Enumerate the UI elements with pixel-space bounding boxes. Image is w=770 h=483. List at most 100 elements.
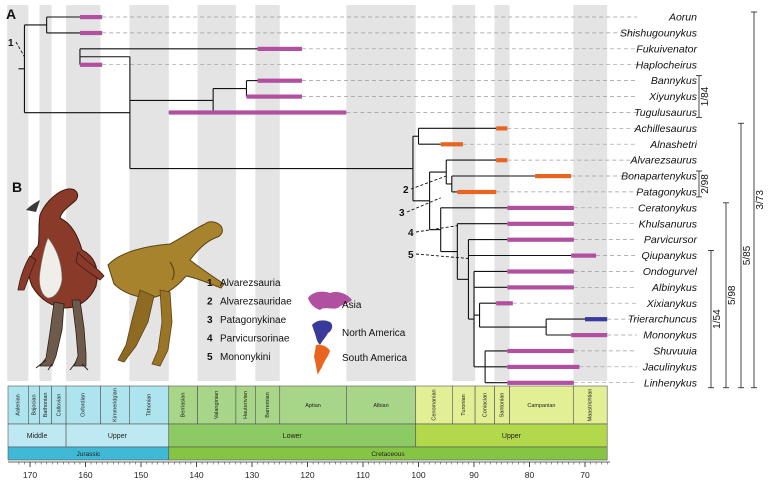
taxon-label: Haplocheirus (636, 59, 698, 71)
stage-label: Aalenian (16, 394, 22, 415)
clade-legend-number: 3 (207, 315, 213, 326)
taxon-label: Shuvuuia (653, 346, 697, 358)
stage-label: Bajocian (31, 394, 37, 415)
stage-label: Albian (373, 403, 388, 409)
stage-cell-valanginian (197, 385, 237, 425)
taxon-label: Achillesaurus (634, 123, 698, 135)
taxon-label: Xiyunykus (648, 91, 698, 103)
stage-cell-kimmeridgian (100, 385, 130, 425)
range-bar-shishugounykus (79, 30, 103, 36)
clade-legend-number: 1 (207, 278, 213, 289)
stage-label: Oxfordian (81, 393, 87, 417)
stage-cell-campanian (509, 385, 574, 425)
stage-shade-maastrichtian (573, 5, 608, 381)
time-tick-label: 100 (411, 470, 425, 480)
node-label-5: 5 (408, 250, 414, 261)
taxon-labels: AorunShishugounykusFukuivenatorHaplochei… (620, 12, 698, 390)
clade-legend-name: Patagonykinae (220, 315, 287, 326)
stage-label: Maastrichtian (588, 389, 594, 422)
stage-shade-santonian (494, 5, 510, 381)
stage-shade-albian (346, 5, 416, 381)
epoch-label: Upper (108, 433, 128, 440)
taxon-label: Alnashetri (649, 139, 697, 151)
stage-label: Hauterivian (243, 391, 249, 419)
node-pointer-5 (415, 253, 469, 259)
clade-legend-name: Parvicursorinae (220, 334, 290, 345)
taxon-label: Qiupanykus (642, 250, 698, 262)
range-bar-qiupanykus (571, 253, 597, 258)
range-bar-xixianykus (496, 301, 513, 306)
region-legend-name: Asia (342, 300, 362, 311)
time-tick-label: 150 (134, 470, 148, 480)
node-pointer-4 (415, 225, 458, 233)
range-bar-achillesaurus (496, 126, 508, 131)
range-bar-xiyunykus (246, 94, 302, 99)
range-bar-tugulusaurus (168, 110, 347, 115)
range-bar-patagonykus (457, 189, 497, 195)
clade-legend-name: Mononykini (220, 352, 271, 363)
dinosaur-illustrations (17, 188, 225, 371)
support-value: 1/84 (700, 86, 711, 106)
panel-label-a: A (6, 6, 16, 22)
support-value: 5/98 (727, 285, 738, 305)
taxon-label: Khulsanurus (639, 218, 698, 230)
cladogram (18, 16, 585, 384)
stage-label: Santonian (499, 393, 505, 418)
taxon-range-bars (79, 15, 608, 385)
stage-label: Valanginian (214, 391, 220, 419)
stage-label: Callovian (56, 394, 62, 417)
node-label-3: 3 (399, 208, 405, 219)
panel-label-b: B (12, 179, 22, 195)
stage-label: Aptian (305, 403, 321, 409)
stage-shade-bathonian (39, 5, 52, 381)
support-value: 3/73 (755, 190, 766, 210)
clade-legend-number: 5 (207, 352, 213, 363)
taxon-label: Xixianykus (646, 298, 698, 310)
time-tick-label: 90 (469, 470, 479, 480)
taxon-label: Bannykus (651, 75, 698, 87)
stage-label: Turonian (461, 394, 467, 416)
node-pointer-1 (15, 41, 25, 58)
region-icon-north-america (312, 320, 333, 345)
stage-shading (7, 5, 608, 381)
range-bar-ondogurvel (507, 269, 574, 274)
time-tick-label: 110 (356, 470, 370, 480)
taxon-label: Aorun (668, 12, 697, 24)
stage-cell-cenomanian (415, 385, 453, 425)
stage-label: Coniacian (482, 393, 488, 417)
time-tick-label: 70 (580, 470, 590, 480)
taxon-label: Ceratonykus (638, 202, 698, 214)
taxon-label: Ondogurvel (643, 266, 698, 278)
stage-cell-berriasian (168, 385, 198, 425)
range-bar-fukuivenator (257, 46, 302, 51)
range-bar-mononykus (571, 333, 608, 338)
region-legend-name: South America (342, 353, 407, 364)
support-value: 1/54 (712, 309, 723, 329)
time-tick-label: 160 (78, 470, 92, 480)
taxon-label: Bonapartenykus (621, 171, 698, 183)
stage-shade-valanginian (197, 5, 236, 381)
taxon-label: Alvarezsaurus (629, 155, 697, 167)
range-bar-alnashetri (440, 142, 463, 147)
taxon-leader-lines (102, 16, 637, 384)
node-pointer-2 (410, 175, 447, 190)
range-bar-bannykus (257, 78, 302, 83)
period-label: Cretaceous (371, 451, 405, 458)
stage-label: Barremian (265, 392, 271, 417)
geologic-timescale: Aalenian Bajocian Bathonian Callovian Oxford… (7, 385, 610, 480)
taxon-label: Jaculinykus (642, 361, 698, 373)
range-bar-ceratonykus (507, 205, 574, 210)
region-legend-name: North America (342, 328, 406, 339)
taxon-label: Fukuivenator (636, 43, 697, 55)
range-bar-alvarezsaurus (496, 158, 508, 163)
support-brackets: 1/842/981/545/985/853/73 (696, 11, 766, 389)
range-bar-albinykus (507, 285, 574, 290)
stage-label: Bathonian (43, 393, 49, 418)
time-tick-label: 130 (245, 470, 259, 480)
range-bar-linhenykus (507, 380, 574, 385)
stage-shade-barremian (255, 5, 280, 381)
node-label-4: 4 (408, 228, 414, 239)
